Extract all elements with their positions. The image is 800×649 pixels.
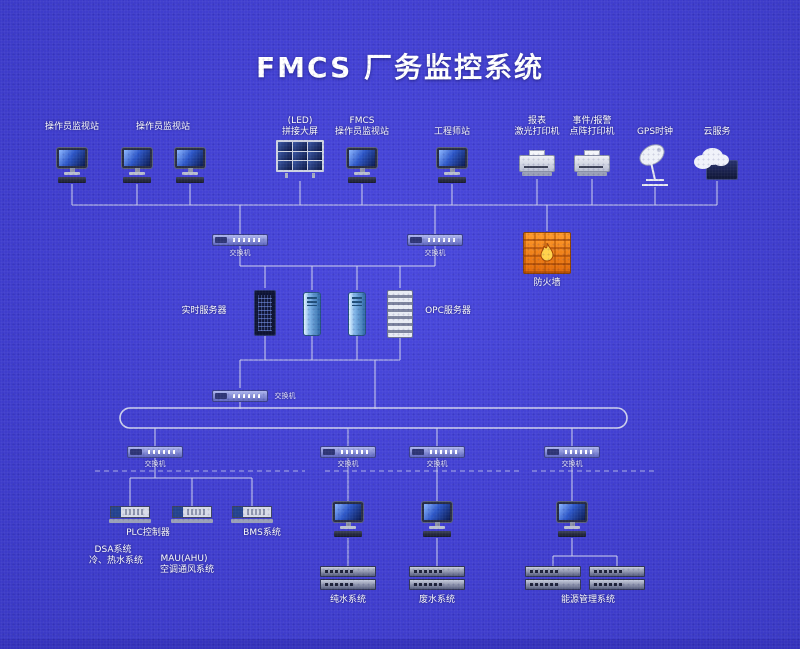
bottom-border-band	[0, 639, 800, 649]
label-switch-b: 交换机	[424, 249, 446, 257]
ring-switch-icon	[544, 446, 600, 458]
label-cloud-service: 云服务	[703, 127, 731, 137]
label-fmcs-station-2: 操作员监视站	[334, 127, 390, 137]
substation-workstation-icon	[333, 502, 363, 537]
substation-workstation-icon	[422, 502, 452, 537]
equipment-stack-icon	[525, 566, 581, 592]
label-operator-station-2: 操作员监视站	[135, 122, 191, 132]
engineer-workstation-icon	[437, 148, 467, 183]
label-operator-station-1: 操作员监视站	[44, 122, 100, 132]
network-switch-a-icon	[212, 234, 268, 246]
label-chilled-hot-water: 冷、热水系统	[88, 556, 144, 566]
equipment-stack-icon	[409, 566, 465, 592]
label-waste-water-system: 废水系统	[418, 595, 456, 605]
gps-antenna-icon	[635, 140, 675, 187]
network-switch-b-icon	[407, 234, 463, 246]
label-gps-clock: GPS时钟	[636, 127, 674, 137]
tower-server-icon	[303, 292, 321, 336]
core-switch-icon	[212, 390, 268, 402]
plc-module-icon	[109, 506, 151, 523]
firewall-icon	[523, 232, 571, 274]
label-opc-server: OPC服务器	[425, 306, 471, 316]
substation-workstation-icon	[557, 502, 587, 537]
page-title: FMCS 厂务监控系统	[256, 51, 544, 84]
label-ring-switch-3: 交换机	[426, 460, 448, 468]
rack-server-icon	[387, 290, 413, 338]
label-dsa-system: DSA系统	[94, 545, 132, 555]
label-hvac-system: 空调通风系统	[159, 565, 215, 575]
ring-switch-icon	[320, 446, 376, 458]
ring-switch-icon	[127, 446, 183, 458]
label-realtime-server: 实时服务器	[181, 306, 227, 316]
plc-module-icon	[231, 506, 273, 523]
label-plc-controller: PLC控制器	[126, 528, 170, 538]
label-ring-switch-1: 交换机	[144, 460, 166, 468]
label-alarm-printer-1: 事件/报警	[572, 116, 612, 126]
label-laser-printer-1: 报表	[527, 116, 547, 126]
label-video-wall-1: (LED)	[287, 116, 313, 126]
flame-icon	[540, 242, 554, 262]
label-switch-a: 交换机	[229, 249, 251, 257]
video-wall-icon	[276, 140, 324, 178]
label-core-switch: 交换机	[274, 392, 296, 400]
ring-switch-icon	[409, 446, 465, 458]
operator-workstation-icon	[57, 148, 87, 183]
server-panel-icon	[254, 290, 276, 336]
fmcs-workstation-icon	[347, 148, 377, 183]
laser-printer-icon	[519, 150, 555, 178]
cloud-service-icon	[694, 146, 740, 180]
label-pure-water-system: 纯水系统	[329, 595, 367, 605]
label-video-wall-2: 拼接大屏	[281, 127, 319, 137]
label-fmcs-station-1: FMCS	[349, 116, 375, 126]
operator-workstation-icon	[122, 148, 152, 183]
label-ring-switch-2: 交换机	[337, 460, 359, 468]
dot-matrix-printer-icon	[574, 150, 610, 178]
label-energy-management-system: 能源管理系统	[560, 595, 616, 605]
label-engineer-station: 工程师站	[433, 127, 471, 137]
tower-server-icon	[348, 292, 366, 336]
label-firewall: 防火墙	[533, 278, 561, 288]
label-mau-ahu: MAU(AHU)	[160, 554, 208, 564]
equipment-stack-icon	[589, 566, 645, 592]
operator-workstation-icon	[175, 148, 205, 183]
label-bms-system: BMS系统	[243, 528, 281, 538]
plc-module-icon	[171, 506, 213, 523]
equipment-stack-icon	[320, 566, 376, 592]
label-ring-switch-4: 交换机	[561, 460, 583, 468]
label-alarm-printer-2: 点阵打印机	[569, 127, 615, 137]
label-laser-printer-2: 激光打印机	[514, 127, 560, 137]
